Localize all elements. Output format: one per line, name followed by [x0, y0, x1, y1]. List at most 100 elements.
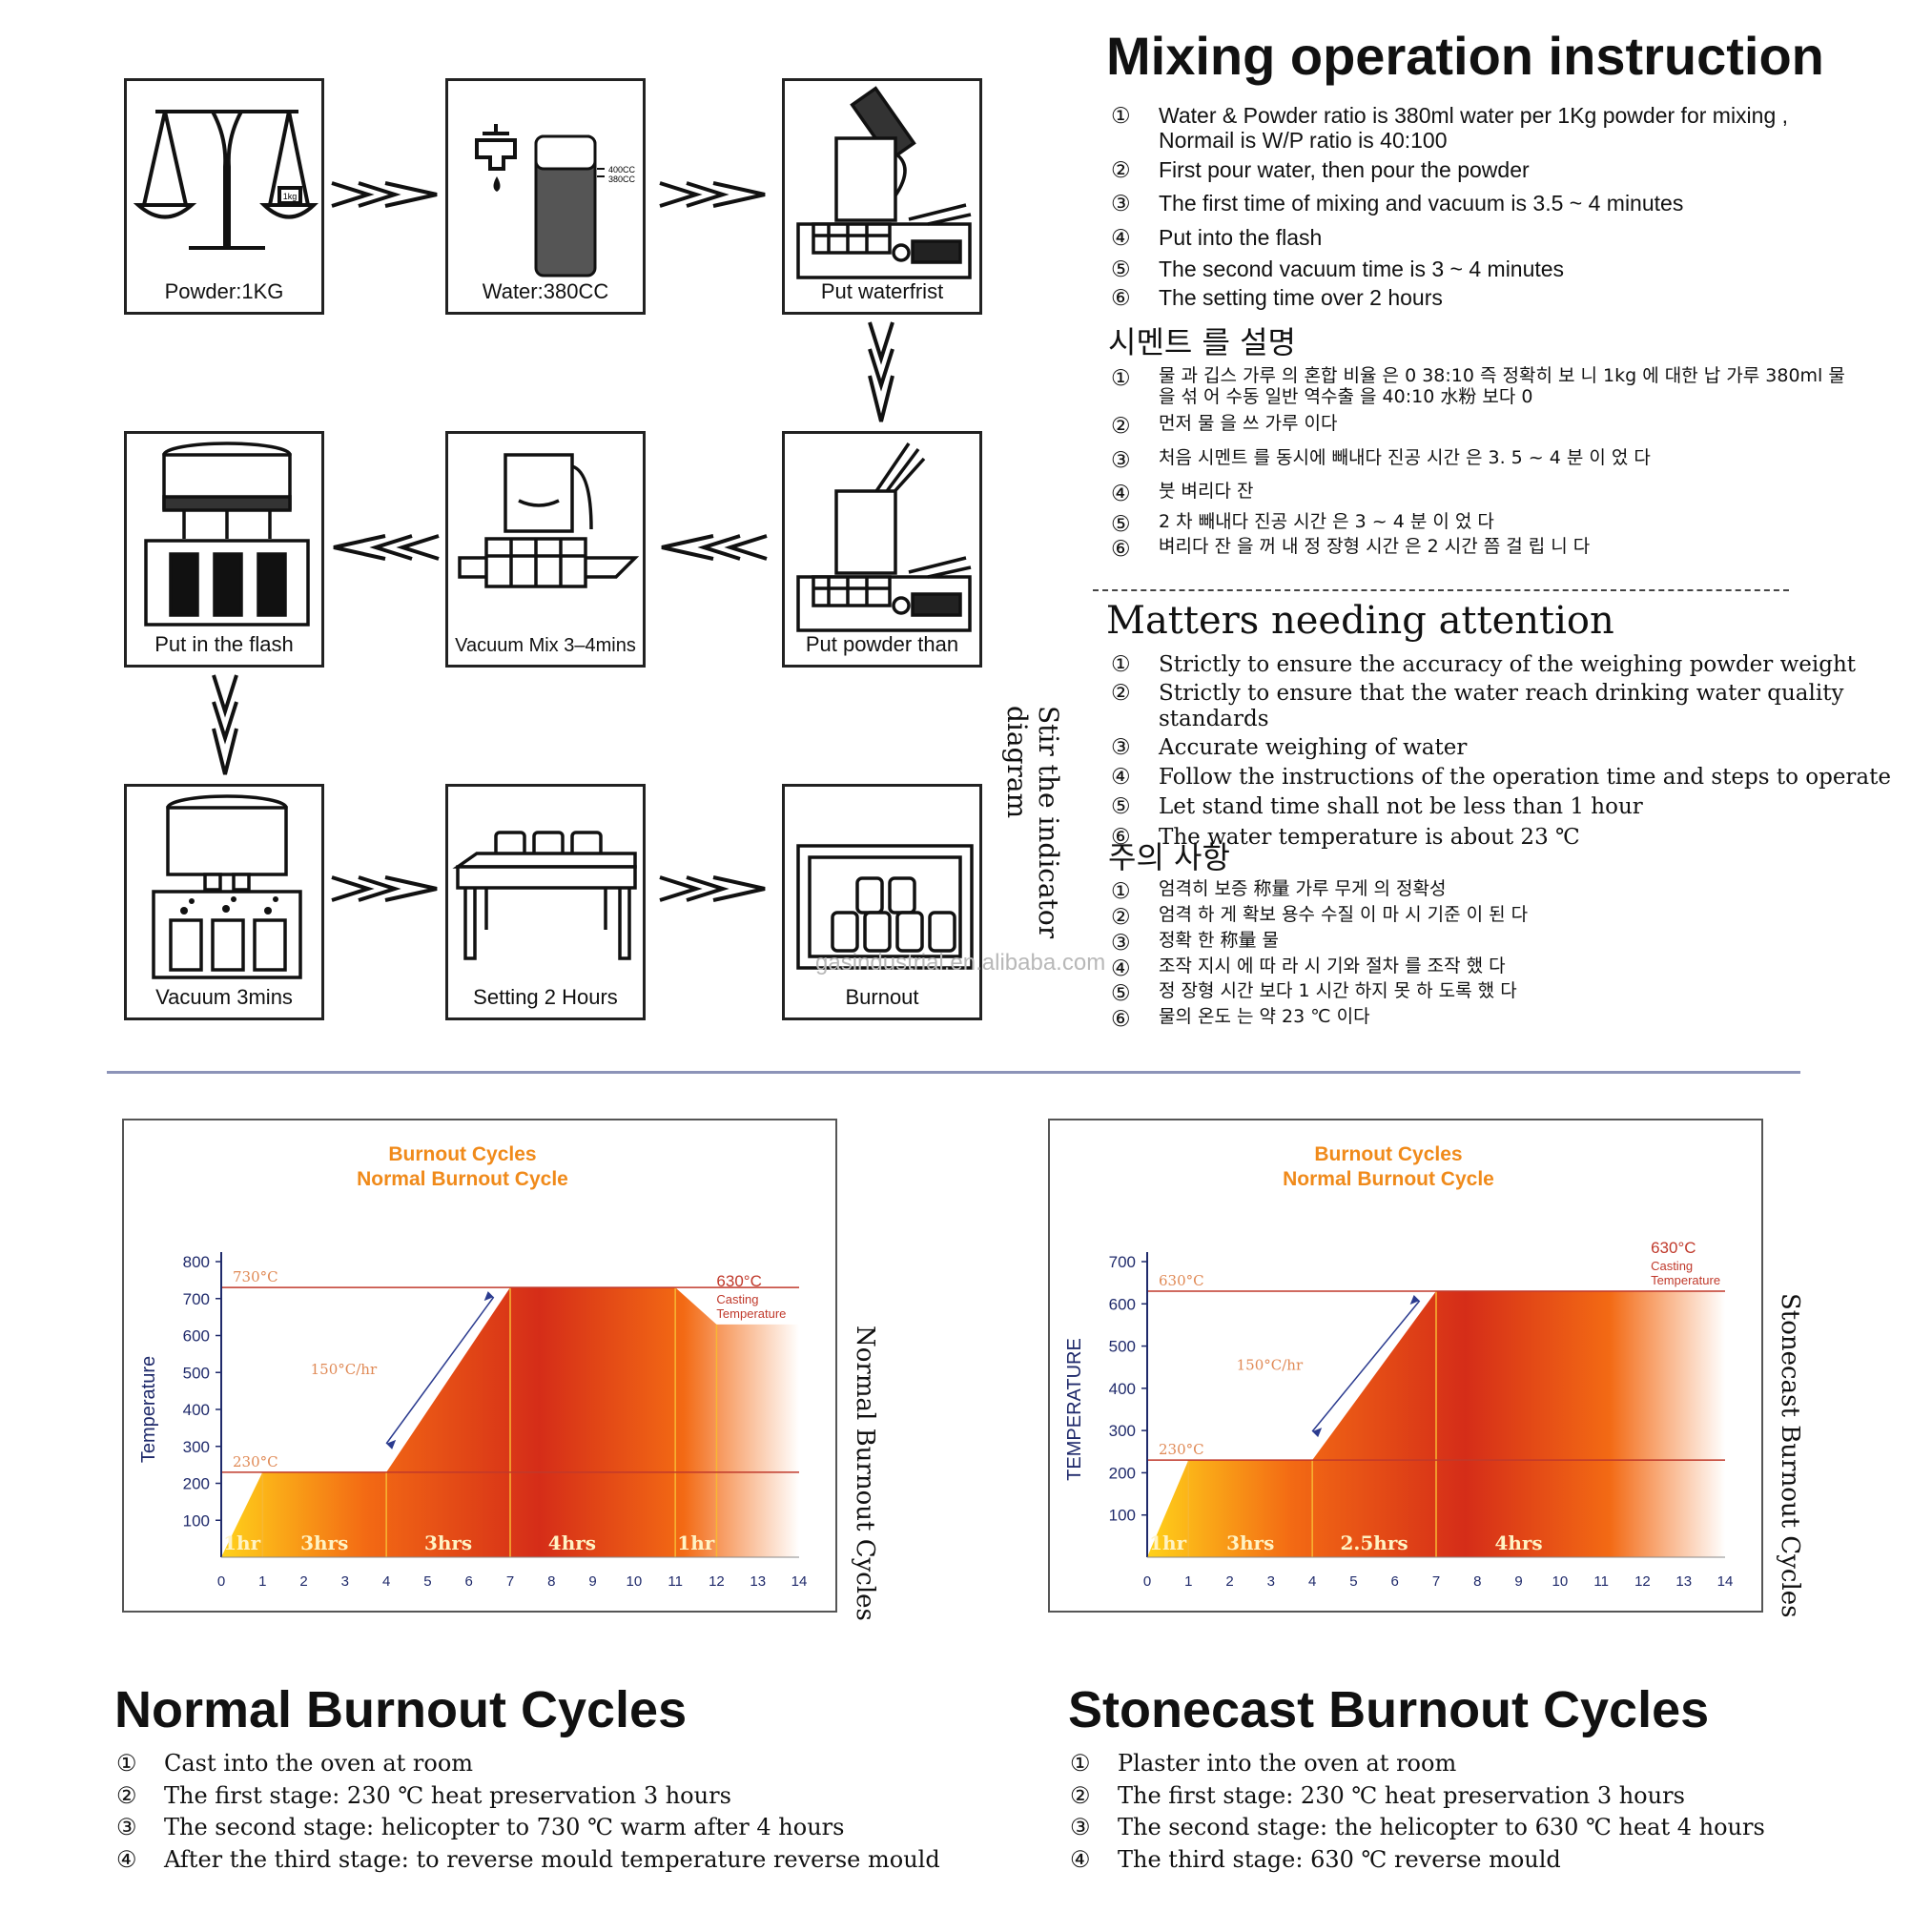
step-setting: Setting 2 Hours [445, 784, 646, 1020]
beaker-mark-380: 380CC [608, 175, 636, 184]
rate-arrow [385, 1296, 495, 1445]
x-tick-label: 10 [1552, 1573, 1569, 1590]
rate-arrowhead [386, 1439, 397, 1449]
step-caption: Put in the flash [154, 632, 294, 656]
vacuum-mixer-icon [458, 453, 640, 588]
y-tick-label: 100 [183, 1511, 210, 1530]
y-tick-label: 600 [1109, 1295, 1136, 1313]
rate-label: 150°C/hr [1237, 1357, 1304, 1374]
section-divider [107, 1071, 1800, 1074]
casting-label: Casting [716, 1292, 758, 1306]
stage-label: 4hrs [1494, 1531, 1542, 1554]
step-caption: Powder:1KG [164, 279, 284, 303]
x-tick-label: 10 [627, 1573, 643, 1590]
arrow-down-icon [212, 674, 238, 775]
chart-subtitle: Normal Burnout Cycle [357, 1168, 568, 1190]
x-tick-label: 12 [709, 1573, 725, 1590]
x-tick-label: 12 [1634, 1573, 1651, 1590]
arrow-right-icon [659, 181, 766, 208]
arrow-right-icon [331, 875, 438, 902]
y-tick-label: 100 [1109, 1507, 1136, 1525]
chart-title: Burnout Cycles [388, 1143, 536, 1165]
y-tick-label: 400 [1109, 1380, 1136, 1398]
x-tick-label: 0 [1143, 1573, 1151, 1590]
stage-label: 3hrs [1226, 1531, 1274, 1554]
y-tick-label: 500 [1109, 1338, 1136, 1356]
y-tick-label: 300 [1109, 1422, 1136, 1440]
arrow-left-icon [333, 534, 440, 561]
setting-table-icon [452, 831, 637, 960]
step-caption: Put powder than [805, 632, 959, 656]
flow-side-label: Stir the indicator diagram [1001, 706, 1064, 939]
x-tick-label: 14 [791, 1573, 808, 1590]
mixer-stir-icon [796, 442, 972, 632]
rate-label: 150°C/hr [311, 1361, 378, 1378]
y-tick-label: 800 [183, 1253, 210, 1271]
x-tick-label: 6 [1391, 1573, 1399, 1590]
y-tick-label: 700 [183, 1290, 210, 1308]
mixing-title: Mixing operation instruction [1106, 26, 1824, 86]
arrow-right-icon [659, 875, 766, 902]
beaker-mark-400: 400CC [608, 165, 636, 175]
watermark: gasindustrial.en.alibaba.com [815, 950, 1106, 976]
x-tick-label: 6 [465, 1573, 473, 1590]
casting-temp-label: 630°C [1651, 1239, 1696, 1257]
stage-label: 4hrs [548, 1531, 596, 1554]
x-tick-label: 8 [547, 1573, 555, 1590]
step-powder: 1kg Powder:1KG [124, 78, 324, 315]
x-tick-label: 5 [423, 1573, 431, 1590]
x-tick-label: 5 [1349, 1573, 1357, 1590]
casting-temp-label: 630°C [716, 1272, 761, 1290]
rate-arrowhead [1312, 1428, 1323, 1438]
y-tick-label: 600 [183, 1327, 210, 1346]
water-tap-icon: 400CC 380CC [475, 124, 636, 277]
arrow-left-icon [661, 534, 768, 561]
step-burnout: Burnout [782, 784, 982, 1020]
casting-temperature-label: Temperature [716, 1306, 786, 1321]
casting-label: Casting [1651, 1259, 1693, 1273]
normal-title: Normal Burnout Cycles [114, 1681, 688, 1738]
step-pour-water: Put waterfrist [782, 78, 982, 315]
vacuum-chamber-icon [152, 794, 302, 979]
x-tick-label: 1 [258, 1573, 266, 1590]
chart-subtitle: Normal Burnout Cycle [1283, 1168, 1494, 1190]
level-label: 230°C [1159, 1441, 1204, 1458]
arrow-down-icon [868, 321, 894, 422]
x-tick-label: 14 [1717, 1573, 1734, 1590]
stage-label: 3hrs [300, 1531, 348, 1554]
rate-arrowhead [483, 1291, 494, 1302]
stage-label: 2.5hrs [1341, 1531, 1408, 1554]
y-axis-label: Temperature [138, 1356, 159, 1463]
y-tick-label: 400 [183, 1401, 210, 1419]
step-put-powder: Put powder than [782, 431, 982, 668]
x-tick-label: 7 [506, 1573, 514, 1590]
divider [1093, 589, 1789, 591]
step-caption: Water:380CC [482, 279, 609, 303]
